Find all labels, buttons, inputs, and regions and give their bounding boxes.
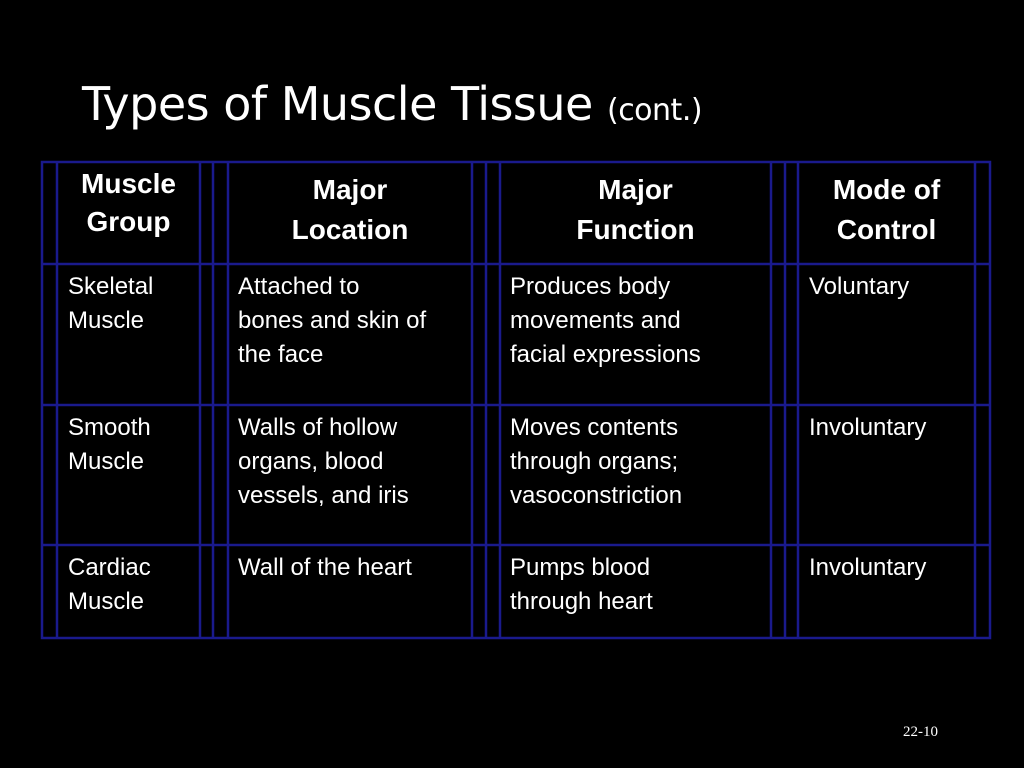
table-cell-control: Involuntary: [809, 554, 927, 581]
slide-title: Types of Muscle Tissue (cont.): [82, 77, 703, 131]
table-cell-group: Cardiac Muscle: [68, 554, 151, 615]
table-cell-function: Produces body movements and facial expre…: [510, 273, 701, 368]
table-cell-control: Involuntary: [809, 414, 927, 441]
table-cell-location: Wall of the heart: [238, 554, 412, 581]
title-main: Types of Muscle Tissue: [82, 77, 593, 131]
slide-number: 22-10: [903, 724, 938, 740]
table-cell-control: Voluntary: [809, 273, 910, 300]
table-outer-border: [40, 160, 992, 640]
header-muscle-group: Muscle Group: [81, 168, 176, 237]
table-cell-function: Pumps blood through heart: [510, 554, 653, 615]
table-cell-location: Walls of hollow organs, blood vessels, a…: [238, 414, 409, 509]
table-cell-function: Moves contents through organs; vasoconst…: [510, 414, 683, 509]
header-major-function: Major Function: [576, 174, 695, 245]
header-mode-of-control: Mode of Control: [832, 174, 941, 245]
title-suffix: (cont.): [606, 93, 703, 128]
header-major-location: Major Location: [291, 174, 409, 245]
table-cell-group: Smooth Muscle: [68, 414, 151, 475]
table-cell-group: Skeletal Muscle: [68, 273, 154, 334]
table-cell-location: Attached to bones and skin of the face: [238, 273, 427, 368]
